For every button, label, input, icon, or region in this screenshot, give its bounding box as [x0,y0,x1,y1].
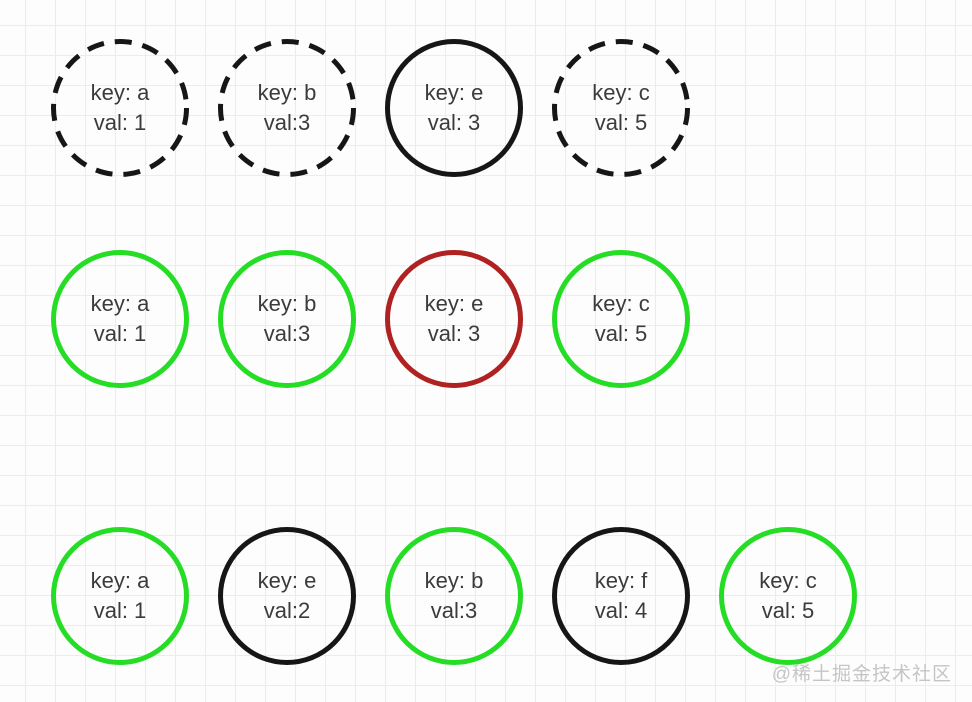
watermark: @稀土掘金技术社区 [771,664,952,685]
node-val-label: val: 1 [93,598,147,623]
node-key-label: key: c [592,80,650,105]
node-val-label: val:3 [430,598,478,623]
node-key-label: key: c [592,291,650,316]
node-border-circle [719,527,857,665]
node-border-circle [218,250,356,388]
node-border-circle [51,250,189,388]
cache-node: key: e val: 3 [384,38,524,178]
node-key-label: key: b [257,80,317,105]
node-key-label: key: f [594,568,648,593]
node-border-circle [385,527,523,665]
cache-node: key: c val: 5 [551,38,691,178]
node-key-label: key: a [90,80,150,105]
cache-node: key: a val: 1 [50,526,190,666]
cache-node: key: b val:3 [384,526,524,666]
node-val-label: val: 5 [594,110,648,135]
cache-node: key: c val: 5 [551,249,691,389]
node-val-label: val:2 [263,598,311,623]
node-val-label: val:3 [263,321,311,346]
node-key-label: key: b [257,291,317,316]
node-val-label: val: 5 [761,598,815,623]
node-border-circle [51,39,189,177]
node-key-label: key: a [90,291,150,316]
node-val-label: val: 5 [594,321,648,346]
node-border-circle [218,527,356,665]
node-key-label: key: c [759,568,817,593]
node-val-label: val:3 [263,110,311,135]
node-key-label: key: a [90,568,150,593]
node-val-label: val: 3 [427,110,481,135]
node-border-circle [385,39,523,177]
node-border-circle [385,250,523,388]
node-key-label: key: b [424,568,484,593]
node-border-circle [218,39,356,177]
node-border-circle [51,527,189,665]
cache-node: key: e val: 3 [384,249,524,389]
node-border-circle [552,250,690,388]
node-key-label: key: e [424,291,484,316]
node-border-circle [552,527,690,665]
node-row-bottom: key: a val: 1 key: e val:2 key: b val:3 key: f… [50,526,858,666]
cache-node: key: a val: 1 [50,249,190,389]
cache-node: key: b val:3 [217,38,357,178]
node-key-label: key: e [424,80,484,105]
cache-node: key: c val: 5 [718,526,858,666]
cache-node: key: f val: 4 [551,526,691,666]
cache-node: key: e val:2 [217,526,357,666]
node-val-label: val: 4 [594,598,648,623]
node-val-label: val: 1 [93,321,147,346]
cache-node: key: a val: 1 [50,38,190,178]
node-val-label: val: 3 [427,321,481,346]
node-border-circle [552,39,690,177]
node-key-label: key: e [257,568,317,593]
node-val-label: val: 1 [93,110,147,135]
cache-node: key: b val:3 [217,249,357,389]
